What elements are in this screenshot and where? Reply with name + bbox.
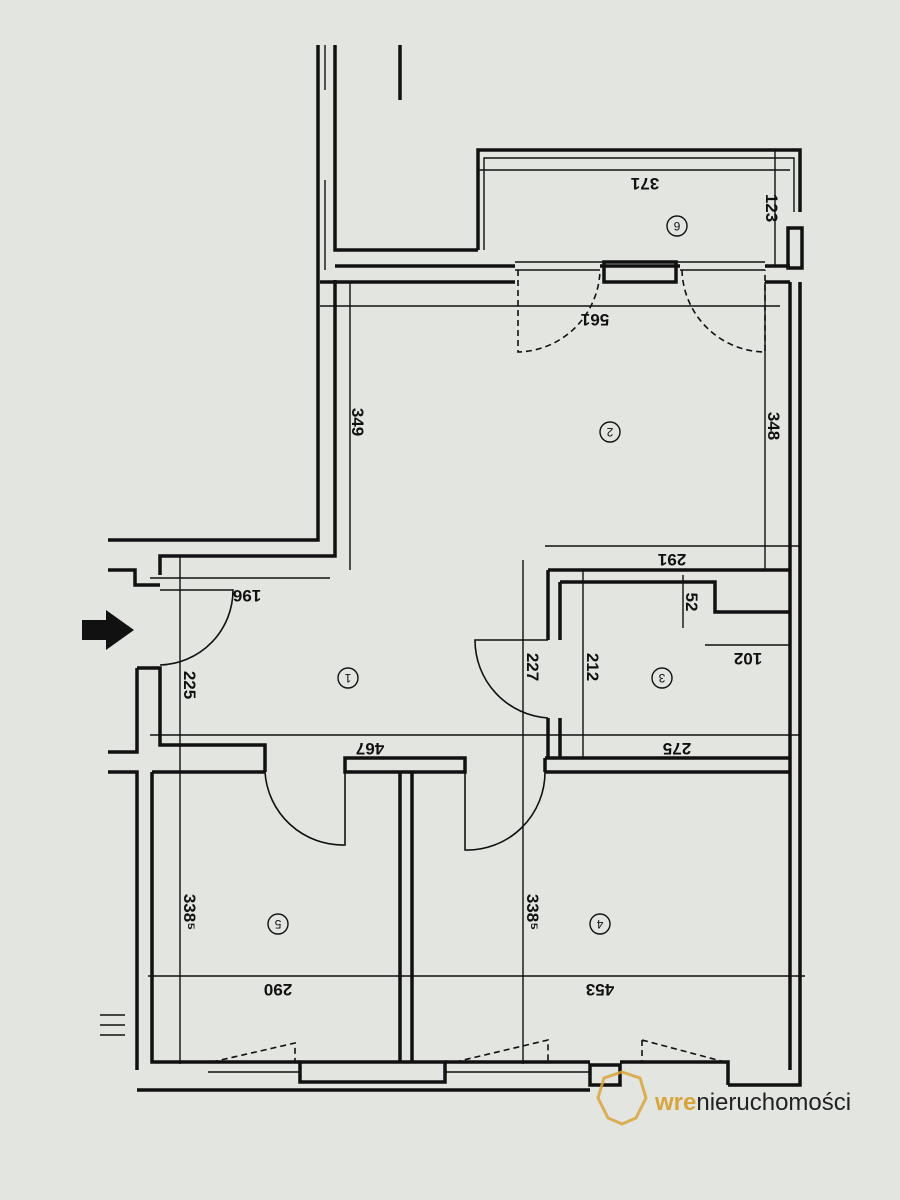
dimension-labels-part: 196 [233, 586, 261, 605]
walls-part [398, 772, 414, 1062]
doors-part [474, 639, 549, 719]
walls-part [108, 770, 139, 1070]
watermark-brand: wrenieruchomości [654, 1089, 851, 1116]
walls-part [108, 45, 320, 542]
room-6-label: 6 [666, 215, 688, 237]
dimension-labels-part: 225 [180, 671, 199, 699]
doors-part [517, 269, 601, 353]
dimension-labels-part: 291 [658, 550, 686, 569]
dimension-labels-part: 123 [762, 194, 781, 222]
dimension-labels-part: 467 [356, 739, 384, 758]
doors-part [681, 269, 766, 353]
walls-part [158, 280, 337, 575]
watermark-brand-part: wre [654, 1089, 696, 1116]
room-1-label-part [337, 667, 359, 689]
watermark-logo: wrenieruchomości [596, 1070, 851, 1126]
dimension-labels-part: 338⁵ [523, 894, 542, 930]
watermark-brand-part: nieruchomości [696, 1089, 851, 1116]
walls-part [137, 1060, 730, 1092]
walls-part [333, 45, 478, 252]
room-3-label: 3 [651, 667, 673, 689]
dimension-lines [148, 150, 805, 1064]
room-3-label-part [651, 667, 673, 689]
walls-part [108, 668, 139, 754]
walls [100, 45, 804, 1092]
room-6-label-part: 6 [673, 219, 680, 233]
walls-part [150, 772, 208, 1064]
dimension-labels-part: 371 [631, 174, 659, 193]
room-5-label-part [267, 913, 289, 935]
dimension-labels-part: 453 [586, 980, 614, 999]
room-1-label: 1 [337, 667, 359, 689]
dimension-labels-part: 561 [581, 310, 609, 329]
walls-part [786, 226, 804, 270]
dimension-labels-part: 290 [264, 980, 292, 999]
doors-part [464, 771, 546, 851]
walls-part [343, 756, 467, 774]
walls-part [298, 1060, 447, 1084]
room-5-label: 5 [267, 913, 289, 935]
dimension-labels-part: 275 [663, 739, 691, 758]
room-2-label-part [599, 421, 621, 443]
arrow-right-icon [82, 610, 134, 650]
room-2-label-part: 2 [606, 425, 613, 439]
room-4-label: 4 [589, 913, 611, 935]
walls-part [546, 568, 790, 758]
dimension-labels-part: 349 [348, 408, 367, 436]
walls-part [137, 666, 267, 772]
room-4-label-part [589, 913, 611, 935]
walls-part [108, 568, 160, 587]
room-1-label-part: 1 [344, 671, 351, 685]
walls-part [476, 148, 802, 250]
room-3-label-part: 3 [658, 671, 665, 685]
walls-part [100, 1014, 590, 1073]
doors-part [211, 1038, 726, 1063]
dimension-labels-part: 338⁵ [180, 894, 199, 930]
room-labels: 1 2 3 4 5 6 [267, 215, 688, 935]
dimension-labels-part: 348 [764, 412, 783, 440]
walls-part [543, 756, 790, 774]
room-2-label: 2 [599, 421, 621, 443]
doors-part [264, 771, 346, 846]
room-5-label-part: 5 [274, 917, 281, 931]
lion-logo-icon [596, 1070, 648, 1126]
dimension-labels-part: 212 [583, 653, 602, 681]
walls-part [728, 282, 802, 1087]
room-6-label-part [666, 215, 688, 237]
dimension-labels-part: 227 [523, 653, 542, 681]
dimension-labels-part: 102 [734, 649, 762, 668]
dimension-lines-part [148, 150, 805, 1064]
walls-part [483, 157, 795, 250]
dimension-labels: 371 123 561 349 348 291 52 102 196 225 2… [180, 174, 783, 999]
dimension-labels-part: 52 [682, 593, 701, 612]
walls-part [515, 261, 765, 271]
room-4-label-part: 4 [596, 917, 603, 931]
walls-part [588, 1063, 622, 1087]
doors-part [159, 589, 234, 666]
doors [159, 269, 766, 1063]
